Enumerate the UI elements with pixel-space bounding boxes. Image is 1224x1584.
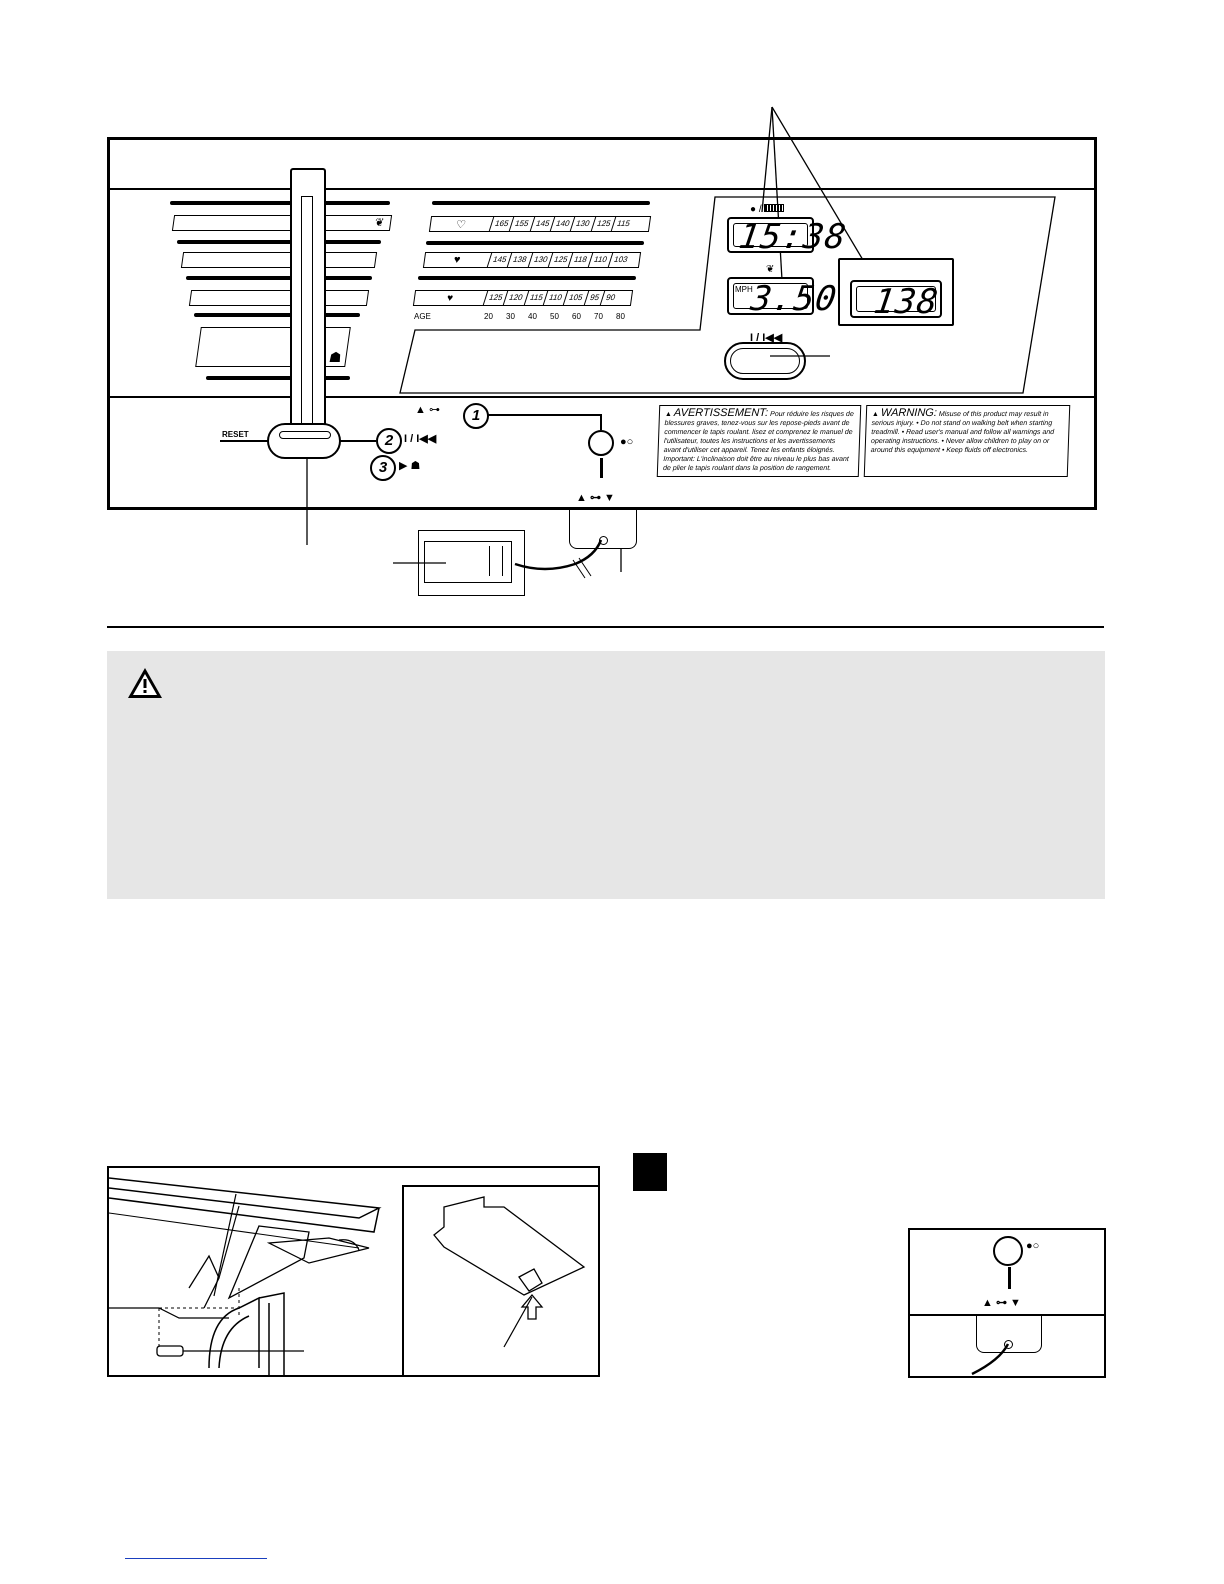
- age-value: 40: [528, 312, 537, 321]
- program-bar: [186, 276, 372, 280]
- turtle-icon: ☗: [327, 349, 343, 365]
- clip-box: [418, 530, 525, 596]
- step-3-badge: 3: [370, 455, 396, 481]
- reset-label: RESET: [222, 430, 249, 439]
- panel-divider-top: [110, 188, 1094, 190]
- key-direction-icons: ▲ ⊶ ▼: [982, 1297, 1021, 1309]
- program-bar: [206, 376, 350, 380]
- time-separator: /: [758, 204, 762, 215]
- display-area-outline: [399, 196, 1056, 394]
- program-strip: [188, 290, 370, 306]
- console-panel: ❦ ☗ ♡ 165 155 145 140 130 125 115 ♥ 145 …: [107, 137, 1097, 510]
- clip[interactable]: [424, 541, 512, 583]
- safety-key-slot: [290, 168, 326, 448]
- warning-section: [107, 651, 1105, 899]
- start-button-inner: [730, 348, 800, 374]
- age-value: 70: [594, 312, 603, 321]
- heart-speed-icon: ❦: [373, 217, 385, 229]
- speed-readout: 3.50: [748, 279, 840, 319]
- warning-triangle-icon: ▲: [664, 411, 672, 418]
- program-strip: ❦: [171, 215, 393, 231]
- program-strip: [180, 252, 378, 268]
- age-value: 80: [616, 312, 625, 321]
- hr-bar: [418, 276, 636, 280]
- key-line: [1008, 1267, 1011, 1289]
- speed-display: MPH 3.50: [727, 277, 840, 319]
- clip-ridge: [489, 546, 503, 576]
- step-3-label: ▶ ☗: [399, 459, 420, 472]
- age-row: AGE 20 30 40 50 60 70 80: [414, 312, 634, 324]
- key-detail-illustration: ●○ ▲ ⊶ ▼: [908, 1228, 1106, 1378]
- power-indicator-icon: ●○: [620, 436, 634, 448]
- start-button-label: I / I◀◀: [750, 332, 783, 344]
- key-socket[interactable]: [588, 430, 614, 456]
- key-direction-icons: ▲ ⊶ ▼: [576, 492, 615, 504]
- french-warning: ▲ AVERTISSEMENT: Pour réduire les risque…: [656, 405, 862, 477]
- reset-button[interactable]: [267, 423, 341, 459]
- key-icon: ⊶: [428, 404, 440, 416]
- safety-key[interactable]: [569, 510, 637, 549]
- program-strip-large: ☗: [195, 327, 351, 367]
- key-up-icons: ▲ ⊶: [415, 404, 440, 416]
- english-warning: ▲ WARNING: Misuse of this product may re…: [863, 405, 1071, 477]
- slot-inner: [301, 196, 313, 448]
- english-warning-title: WARNING:: [880, 407, 938, 419]
- calories-display: 138: [850, 280, 942, 322]
- hr-bar: [426, 241, 644, 245]
- key-line: [487, 414, 602, 416]
- age-label: AGE: [414, 312, 431, 321]
- key-cord: [514, 539, 603, 579]
- warning-triangle-icon: [128, 668, 162, 698]
- calories-readout: 138: [871, 282, 942, 322]
- time-icons: ● /: [750, 204, 785, 215]
- hr-bar: [432, 201, 650, 205]
- step-2-label: I / I◀◀: [404, 433, 437, 445]
- panel-edge: [910, 1314, 1104, 1316]
- program-bar: [194, 313, 360, 317]
- program-bar: [170, 201, 390, 205]
- time-display: 15:38: [727, 217, 849, 257]
- turtle-icon: ☗: [410, 460, 421, 472]
- step-1-badge: 1: [463, 403, 489, 429]
- warning-triangle-icon: ▲: [871, 411, 879, 418]
- age-value: 60: [572, 312, 581, 321]
- age-value: 50: [550, 312, 559, 321]
- start-button[interactable]: [724, 342, 806, 380]
- clip-detail-illustration: [402, 1185, 600, 1377]
- key-line: [600, 458, 603, 478]
- reset-line: [336, 440, 376, 442]
- key-line: [600, 414, 602, 430]
- speed-icon: ❦: [766, 264, 775, 275]
- reset-line: [220, 440, 270, 442]
- safety-key: [976, 1316, 1042, 1353]
- power-indicator-icon: ●○: [1026, 1240, 1040, 1252]
- key-socket: [993, 1236, 1023, 1266]
- time-readout: 15:38: [736, 217, 850, 257]
- callout-line: [213, 1193, 237, 1297]
- footer-link-underline: [125, 1558, 267, 1559]
- program-bar: [177, 240, 381, 244]
- calories-display-frame: 138: [838, 258, 954, 326]
- reset-button-highlight: [279, 431, 331, 439]
- key-ring: [1004, 1340, 1013, 1349]
- play-icon: ▶: [399, 460, 408, 472]
- clock-icon: ●: [750, 204, 757, 215]
- french-warning-title: AVERTISSEMENT:: [673, 407, 769, 419]
- panel-divider-bottom: [110, 396, 1094, 398]
- age-value: 20: [484, 312, 493, 321]
- french-warning-text: Pour réduire les risques de blessures gr…: [662, 411, 854, 472]
- distance-icon: [764, 204, 785, 212]
- step-2-badge: 2: [376, 428, 402, 454]
- step-number-block: [633, 1153, 667, 1191]
- speed-unit: MPH: [735, 285, 753, 294]
- age-value: 30: [506, 312, 515, 321]
